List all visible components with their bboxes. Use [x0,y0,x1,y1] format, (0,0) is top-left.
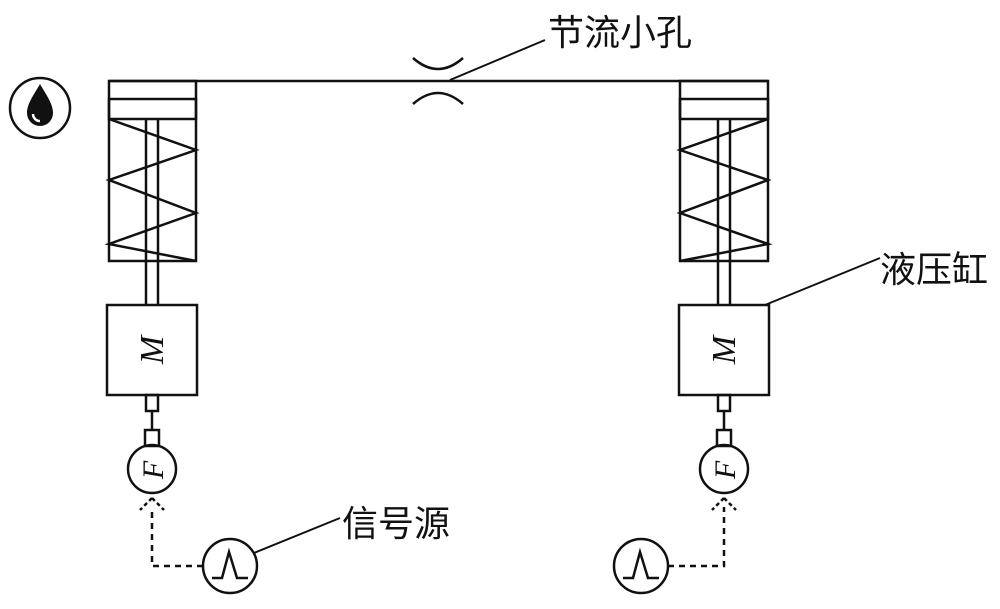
cylinder-label: 液压缸 [880,250,988,291]
right-motor-symbol: M [706,334,743,365]
right-sensor-coupling [715,393,733,448]
left-signal-source [201,537,259,595]
oil-drop-icon [8,76,72,140]
left-piston [107,97,198,121]
right-force-symbol: F [709,460,742,480]
right-spring [676,117,773,263]
left-force-sensor [126,443,178,495]
left-hydraulic-cylinder [104,79,200,305]
orifice-symbol [412,57,464,105]
right-hydraulic-cylinder [676,79,773,305]
left-spring [104,117,200,263]
right-signal-line [668,507,726,568]
left-signal-line [150,507,203,568]
signal-source-label: 信号源 [342,504,450,545]
right-waveform-icon [623,547,659,580]
left-sensor-coupling [143,393,161,448]
right-force-sensor [698,443,750,495]
cylinder-leader-line [764,257,881,306]
signal-source-leader-line [253,517,341,554]
right-signal-source [612,537,670,595]
right-piston [678,97,770,121]
orifice-leader-line [449,39,546,81]
left-force-symbol: F [137,460,170,480]
left-motor-symbol: M [134,334,171,365]
right-signal-arrow-icon [711,497,737,511]
left-waveform-icon [212,547,248,580]
orifice-label: 节流小孔 [548,13,692,54]
left-signal-arrow-icon [139,497,165,511]
